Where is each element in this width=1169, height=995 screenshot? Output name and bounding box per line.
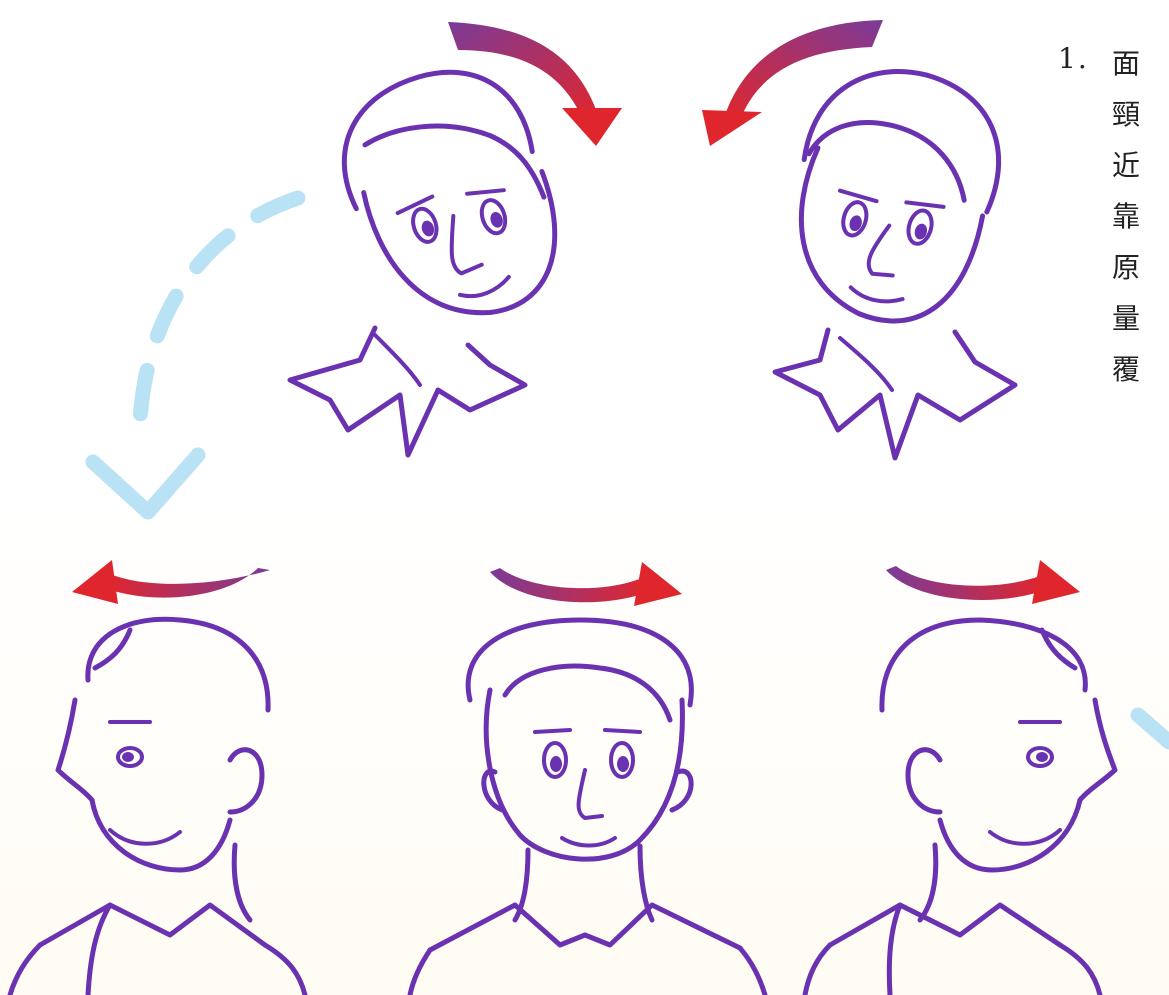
- figure-turn-right: [805, 620, 1115, 995]
- instruction-char: 近: [1112, 140, 1169, 191]
- instruction-column: 面 頸 近 靠 原 量 覆: [1112, 38, 1169, 395]
- rotate-right-arrow-right: [886, 560, 1080, 604]
- instruction-char: 靠: [1112, 191, 1169, 242]
- instruction-char: 覆: [1112, 344, 1169, 395]
- instruction-char: 原: [1112, 242, 1169, 293]
- figure-turn-left: [10, 619, 305, 995]
- instruction-char: 面: [1112, 38, 1169, 89]
- step-number: 1.: [1058, 42, 1089, 75]
- figure-tilt-right: [766, 49, 1020, 458]
- rotate-left-arrow: [72, 560, 270, 604]
- rotate-right-arrow-center: [490, 562, 682, 606]
- instruction-text: 1. 面 頸 近 靠 原 量 覆: [1048, 38, 1169, 438]
- figure-tilt-left: [290, 50, 579, 455]
- instruction-char: 量: [1112, 293, 1169, 344]
- figure-face-front: [410, 620, 765, 995]
- tilt-left-arrow: [448, 22, 622, 146]
- instruction-char: 頸: [1112, 89, 1169, 140]
